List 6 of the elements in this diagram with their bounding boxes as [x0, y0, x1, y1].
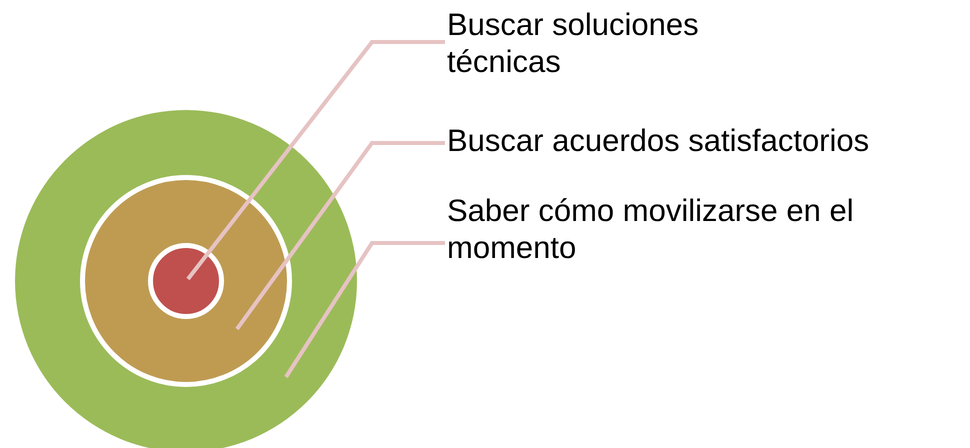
leader-line: [186, 40, 445, 280]
callout-text: Buscar acuerdos satisfactorios: [447, 122, 967, 159]
leader-line: [235, 141, 445, 330]
callout-text: Saber cómo movilizarse en el momento: [447, 192, 947, 266]
leader-line: [284, 241, 445, 378]
callout-text: Buscar soluciones técnicas: [447, 6, 777, 80]
